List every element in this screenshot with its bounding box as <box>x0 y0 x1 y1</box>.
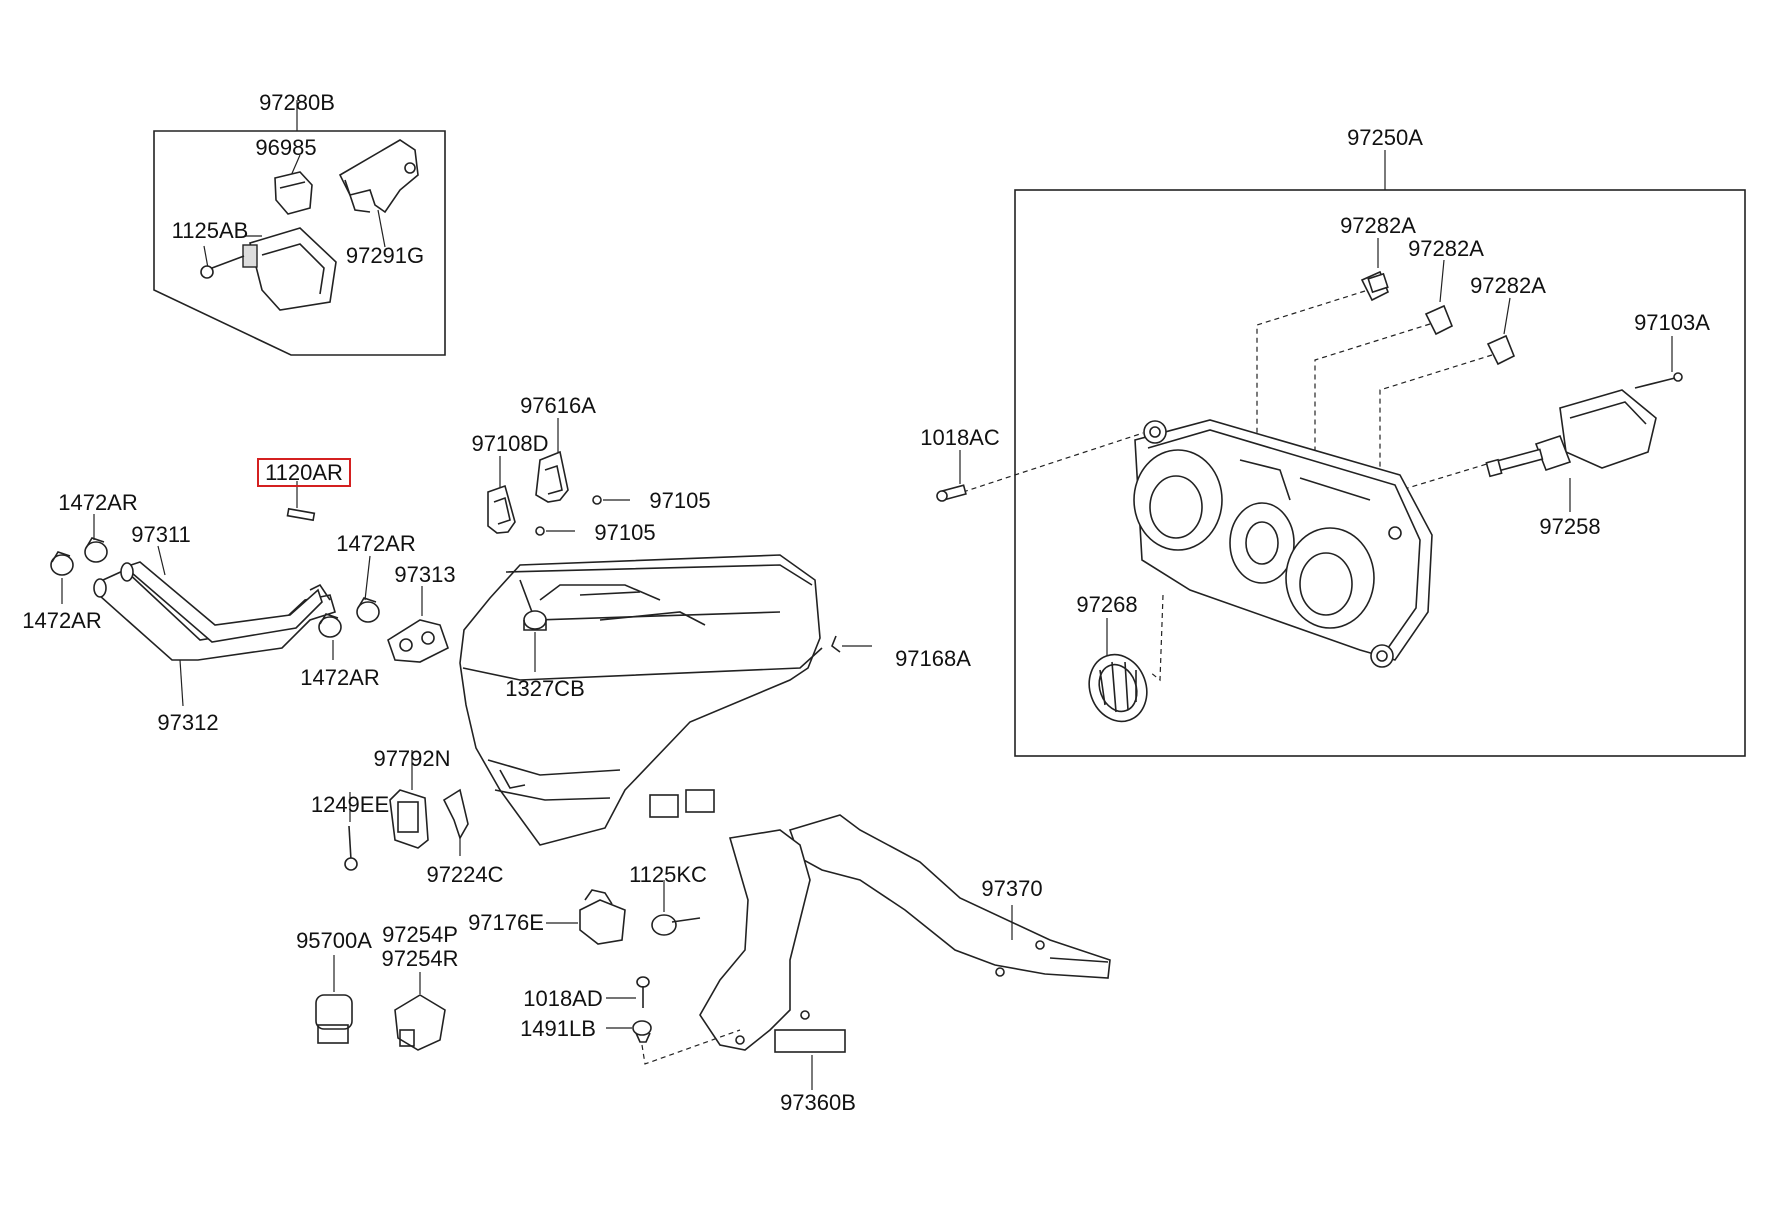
screw-97282A-2 <box>1424 304 1454 336</box>
sensor-95700A <box>315 994 353 1044</box>
label-97282A-2: 97282A <box>1408 236 1484 261</box>
label-1491LB: 1491LB <box>520 1016 596 1041</box>
clamp-1472AR-3 <box>356 597 380 623</box>
label-97254R: 97254R <box>381 946 458 971</box>
label-97370: 97370 <box>981 876 1042 901</box>
label-97312: 97312 <box>157 710 218 735</box>
control-panel <box>1133 419 1433 668</box>
label-97268: 97268 <box>1076 592 1137 617</box>
clamp-1472AR-1 <box>84 537 108 563</box>
label-1472AR-3: 1472AR <box>336 531 416 556</box>
label-97282A-1: 97282A <box>1340 213 1416 238</box>
inset-97250A <box>936 150 1746 757</box>
label-1249EE: 1249EE <box>311 792 389 817</box>
screw-97103A <box>1634 372 1683 389</box>
screw-1018AD <box>636 976 650 1008</box>
connector-96985 <box>274 171 313 215</box>
pin-1120AR <box>286 507 316 522</box>
clamp-1472AR-4 <box>318 613 342 638</box>
screw-1125AB <box>200 255 245 279</box>
bracket-97792N <box>389 789 429 849</box>
label-1472AR-1: 1472AR <box>58 490 138 515</box>
resistor-97176E <box>579 889 626 945</box>
highlight-box-1120AR <box>257 458 351 487</box>
oring-97105-2 <box>535 526 545 536</box>
label-97616A: 97616A <box>520 393 596 418</box>
label-97311: 97311 <box>131 522 191 547</box>
label-97280B: 97280B <box>259 90 335 115</box>
label-97250A: 97250A <box>1347 125 1423 150</box>
inset-97280B <box>153 100 446 356</box>
label-97168A: 97168A <box>895 646 971 671</box>
label-1018AD: 1018AD <box>523 986 603 1011</box>
oring-97105-1 <box>592 495 602 505</box>
label-97176E: 97176E <box>468 910 544 935</box>
knob-97268 <box>1088 653 1148 723</box>
label-97313: 97313 <box>394 562 455 587</box>
label-97258: 97258 <box>1539 514 1600 539</box>
label-97360B: 97360B <box>780 1090 856 1115</box>
label-97103A: 97103A <box>1634 310 1710 335</box>
label-1327CB: 1327CB <box>505 676 585 701</box>
duct-97370 <box>788 814 1111 979</box>
label-96985: 96985 <box>255 135 316 160</box>
label-97254P: 97254P <box>382 922 458 947</box>
cap-1327CB <box>523 610 547 631</box>
clip-97168A <box>831 635 841 653</box>
grommet-97616A <box>535 450 569 503</box>
label-97105-2: 97105 <box>594 520 655 545</box>
clamp-1472AR-2 <box>50 551 74 576</box>
sensor-module <box>242 227 337 311</box>
actuator-97254 <box>394 994 446 1051</box>
screw-1249EE <box>344 825 358 871</box>
label-97282A-3: 97282A <box>1470 273 1546 298</box>
label-1120AR: 1120AR <box>265 460 343 485</box>
label-97108D: 97108D <box>471 431 548 456</box>
label-1472AR-4: 1472AR <box>300 665 380 690</box>
labels: 97280B 96985 1125AB 97291G 97250A 97282A… <box>22 90 1710 1115</box>
bracket-97291G <box>338 139 419 214</box>
label-97792N: 97792N <box>373 746 450 771</box>
fastener-1125KC <box>651 914 701 936</box>
grommet-1491LB <box>632 1020 652 1043</box>
label-1018AC: 1018AC <box>920 425 1000 450</box>
screw-97282A-1 <box>1360 270 1390 302</box>
label-1125AB: 1125AB <box>172 218 249 243</box>
duct-97360B <box>699 829 846 1053</box>
label-1125KC: 1125KC <box>629 862 707 887</box>
screw-1018AC <box>936 484 967 502</box>
label-97224C: 97224C <box>426 862 503 887</box>
screw-97282A-3 <box>1486 334 1516 366</box>
lever-97224C <box>442 788 469 840</box>
grommet-97313 <box>387 619 449 663</box>
pipes-97311-97312 <box>93 561 336 661</box>
label-97105-1: 97105 <box>649 488 710 513</box>
label-1472AR-2: 1472AR <box>22 608 102 633</box>
label-95700A: 95700A <box>296 928 372 953</box>
grommet-97108D <box>487 484 516 534</box>
heater-unit <box>459 554 872 846</box>
actuator-97258 <box>1485 389 1657 478</box>
label-97291G: 97291G <box>346 243 424 268</box>
